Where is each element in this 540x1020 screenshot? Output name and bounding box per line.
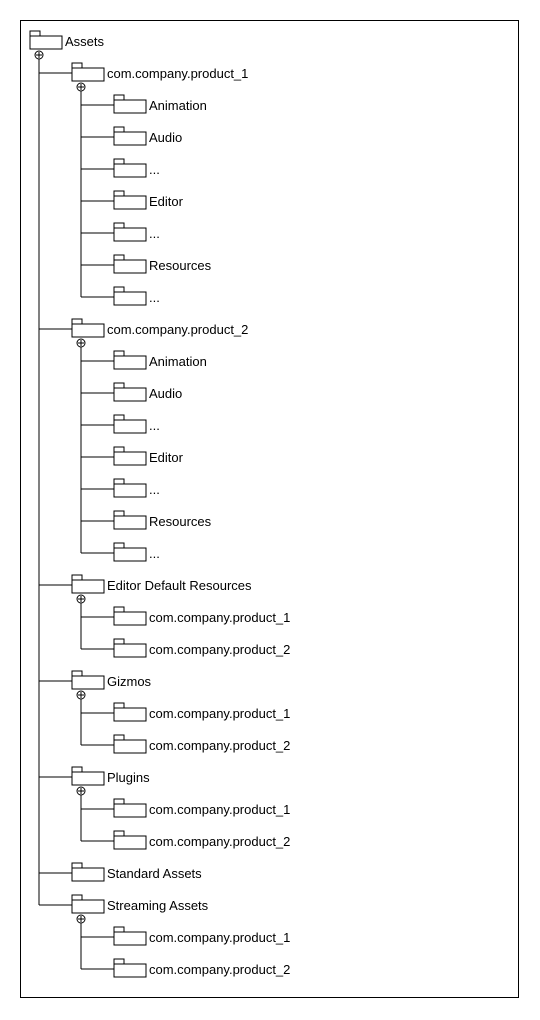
folder-icon [113,830,147,850]
folder-icon [113,414,147,434]
folder-icon [113,958,147,978]
folder-label: ... [149,546,160,561]
folder-label: Animation [149,98,207,113]
folder-label: ... [149,162,160,177]
folder-label: com.company.product_1 [149,706,291,721]
diagram-frame [20,20,519,998]
folder-icon [113,606,147,626]
folder-icon [113,158,147,178]
folder-icon [71,766,105,786]
folder-label: Animation [149,354,207,369]
folder-label: Streaming Assets [107,898,209,913]
folder-label: Standard Assets [107,866,202,881]
folder-label: com.company.product_1 [149,802,291,817]
folder-label: Audio [149,386,183,401]
folder-icon [71,574,105,594]
folder-icon [71,862,105,882]
folder-label: ... [149,226,160,241]
folder-icon [113,94,147,114]
folder-icon [113,286,147,306]
folder-label: Resources [149,514,212,529]
folder-label: ... [149,290,160,305]
folder-label: com.company.product_1 [149,930,291,945]
folder-label: com.company.product_2 [149,834,291,849]
folder-label: com.company.product_2 [107,322,249,337]
folder-label: com.company.product_2 [149,962,291,977]
folder-icon [113,126,147,146]
folder-icon [113,638,147,658]
folder-icon [113,926,147,946]
folder-icon [113,382,147,402]
folder-icon [113,478,147,498]
folder-icon [113,254,147,274]
folder-icon [113,734,147,754]
folder-label: Assets [65,34,105,49]
folder-icon [113,350,147,370]
folder-label: Editor [149,450,183,465]
folder-label: Editor Default Resources [107,578,252,593]
folder-label: com.company.product_1 [107,66,249,81]
folder-label: com.company.product_1 [149,610,291,625]
folder-icon [71,318,105,338]
folder-label: com.company.product_2 [149,738,291,753]
folder-icon [113,190,147,210]
folder-icon [113,542,147,562]
folder-icon [71,894,105,914]
folder-label: Editor [149,194,183,209]
folder-icon [113,702,147,722]
folder-icon [113,222,147,242]
folder-label: Resources [149,258,212,273]
folder-icon [71,62,105,82]
folder-label: ... [149,418,160,433]
folder-icon [113,510,147,530]
folder-label: Gizmos [107,674,152,689]
folder-label: Audio [149,130,183,145]
folder-icon [71,670,105,690]
folder-icon [113,446,147,466]
folder-label: com.company.product_2 [149,642,291,657]
folder-icon [113,798,147,818]
folder-label: ... [149,482,160,497]
folder-label: Plugins [107,770,150,785]
folder-icon [29,30,63,50]
